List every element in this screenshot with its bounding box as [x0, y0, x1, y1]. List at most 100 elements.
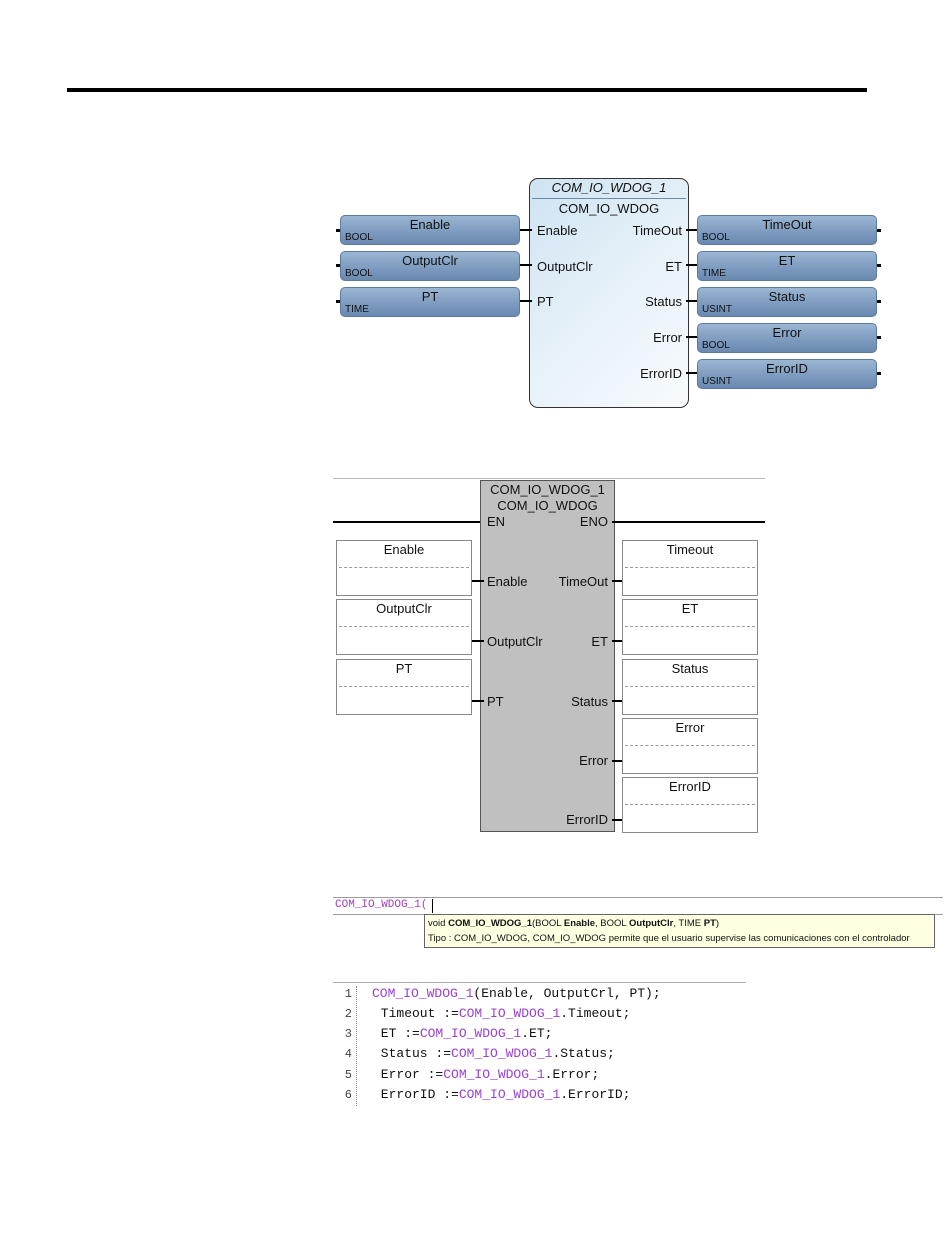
var-name: ET — [778, 253, 796, 268]
line-number: 6 — [344, 1088, 352, 1102]
fbd-pin-status: Status — [645, 294, 682, 309]
sig-close: ) — [715, 918, 720, 929]
code-line[interactable]: ErrorID :=COM_IO_WDOG_1.ErrorID; — [373, 1087, 631, 1102]
sig-open: (BOOL — [532, 918, 564, 929]
line-number: 1 — [344, 987, 352, 1001]
code-keyword: COM_IO_WDOG_1 — [372, 986, 474, 1001]
ld-pin-status: Status — [571, 694, 608, 709]
ld-output-box-status[interactable]: Status — [622, 659, 758, 715]
sig-name: COM_IO_WDOG_1 — [448, 918, 533, 929]
wire — [686, 336, 698, 338]
ld-top-border — [333, 478, 765, 479]
fbd-pin-error: Error — [653, 330, 682, 345]
var-type: TIME — [345, 304, 369, 315]
var-type: TIME — [702, 268, 726, 279]
ld-input-box-enable[interactable]: Enable — [336, 540, 472, 596]
ld-rung-right — [612, 521, 765, 523]
wire-stub — [877, 300, 881, 303]
ld-output-box-timeout[interactable]: Timeout — [622, 540, 758, 596]
code-text: Timeout := — [373, 1006, 459, 1021]
wire — [472, 580, 484, 582]
var-name: Status — [671, 661, 709, 676]
var-name: Timeout — [666, 542, 714, 557]
code-keyword: COM_IO_WDOG_1 — [419, 1026, 522, 1041]
fbd-input-var-enable[interactable]: Enable BOOL — [340, 215, 520, 245]
var-name: OutputClr — [376, 601, 432, 616]
wire-stub — [877, 372, 881, 375]
code-text: .Status; — [552, 1046, 615, 1061]
ld-pin-errorid: ErrorID — [566, 812, 608, 827]
var-type: USINT — [702, 376, 732, 387]
ld-pin-en: EN — [487, 514, 506, 529]
var-name: Error — [675, 720, 705, 735]
ld-output-box-errorid[interactable]: ErrorID — [622, 777, 758, 833]
var-name: Enable — [409, 217, 451, 232]
fbd-output-var-error[interactable]: Error BOOL — [697, 323, 877, 353]
sig-param-3: PT — [703, 918, 716, 929]
var-type: BOOL — [345, 268, 373, 279]
code-text: .ErrorID; — [560, 1087, 631, 1102]
fbd-pin-errorid: ErrorID — [640, 366, 682, 381]
ld-input-box-outputclr[interactable]: OutputClr — [336, 599, 472, 655]
wire — [612, 700, 624, 702]
fbd-output-var-errorid[interactable]: ErrorID USINT — [697, 359, 877, 389]
wire — [472, 640, 484, 642]
ld-function-block[interactable] — [480, 480, 615, 832]
wire — [686, 372, 698, 374]
separator — [339, 686, 469, 687]
fbd-output-var-et[interactable]: ET TIME — [697, 251, 877, 281]
separator — [339, 626, 469, 627]
tooltip-description: Tipo : COM_IO_WDOG, COM_IO_WDOG permite … — [428, 933, 910, 944]
var-name: Status — [768, 289, 806, 304]
fbd-pin-enable: Enable — [537, 223, 578, 238]
var-type: BOOL — [702, 232, 730, 243]
sig-sep-2: , TIME — [673, 918, 704, 929]
fbd-input-var-pt[interactable]: PT TIME — [340, 287, 520, 317]
wire — [612, 760, 624, 762]
code-gutter-line — [356, 986, 357, 1106]
code-line[interactable]: Timeout :=COM_IO_WDOG_1.Timeout; — [373, 1006, 631, 1021]
ld-input-box-pt[interactable]: PT — [336, 659, 472, 715]
code-line[interactable]: COM_IO_WDOG_1(Enable, OutputCrl, PT); — [372, 986, 661, 1001]
fbd-type-name: COM_IO_WDOG — [558, 201, 660, 216]
wire — [686, 264, 698, 266]
code-line[interactable]: ET :=COM_IO_WDOG_1.ET; — [373, 1026, 553, 1041]
wire — [520, 229, 532, 231]
fbd-output-var-status[interactable]: Status USINT — [697, 287, 877, 317]
ld-pin-error: Error — [579, 753, 608, 768]
line-number: 5 — [344, 1068, 352, 1082]
ld-pin-timeout: TimeOut — [558, 574, 608, 589]
var-name: OutputClr — [402, 253, 458, 268]
wire — [520, 264, 532, 266]
fbd-instance-name: COM_IO_WDOG_1 — [551, 180, 667, 195]
wire-stub — [877, 264, 881, 267]
ld-output-box-et[interactable]: ET — [622, 599, 758, 655]
sig-sep-1: , BOOL — [595, 918, 629, 929]
fbd-input-var-outputclr[interactable]: OutputClr BOOL — [340, 251, 520, 281]
wire-stub — [877, 229, 881, 232]
separator — [625, 626, 755, 627]
ld-pin-pt: PT — [487, 694, 504, 709]
var-name: PT — [421, 289, 439, 304]
st-typed-text[interactable]: COM_IO_WDOG_1( — [335, 899, 428, 911]
code-keyword: COM_IO_WDOG_1 — [458, 1006, 561, 1021]
fbd-function-block[interactable] — [529, 178, 689, 408]
code-line[interactable]: Status :=COM_IO_WDOG_1.Status; — [373, 1046, 615, 1061]
sig-prefix: void — [428, 918, 449, 929]
var-type: BOOL — [345, 232, 373, 243]
var-type: BOOL — [702, 340, 730, 351]
var-name: ET — [681, 601, 699, 616]
code-text: .Timeout; — [560, 1006, 631, 1021]
sig-param-1: Enable — [563, 918, 596, 929]
code-keyword: COM_IO_WDOG_1 — [458, 1087, 561, 1102]
header-rule — [67, 88, 867, 92]
var-name: PT — [395, 661, 413, 676]
fbd-pin-pt: PT — [537, 294, 554, 309]
text-caret — [432, 899, 433, 913]
wire-stub — [877, 336, 881, 339]
ld-instance-name: COM_IO_WDOG_1 — [490, 482, 605, 497]
ld-output-box-error[interactable]: Error — [622, 718, 758, 774]
code-line[interactable]: Error :=COM_IO_WDOG_1.Error; — [373, 1067, 599, 1082]
fbd-output-var-timeout[interactable]: TimeOut BOOL — [697, 215, 877, 245]
fbd-pin-et: ET — [665, 259, 682, 274]
